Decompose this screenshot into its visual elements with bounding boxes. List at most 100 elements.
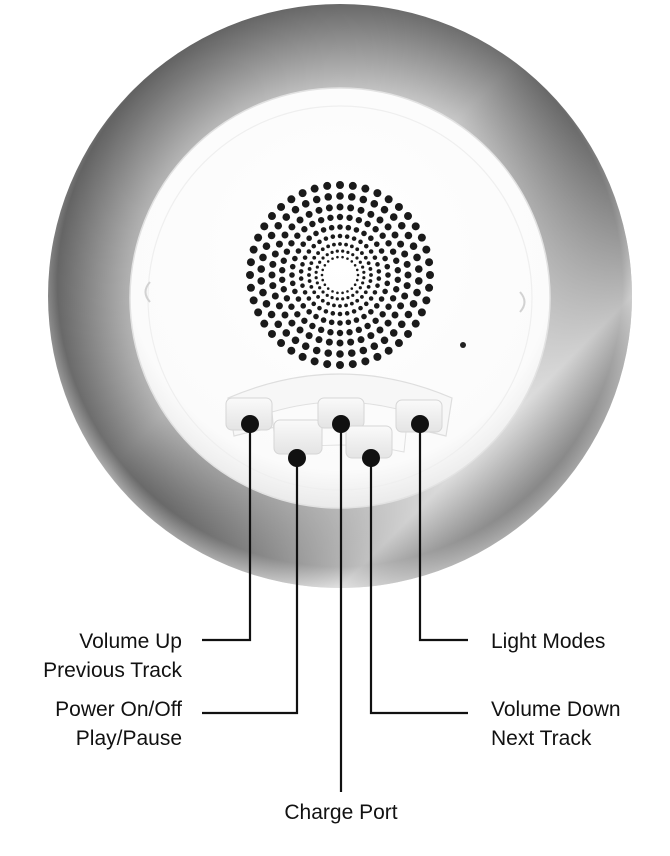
grille-hole <box>277 202 286 211</box>
grille-hole <box>323 360 332 369</box>
leader-lines <box>202 424 468 792</box>
grille-hole <box>323 309 329 314</box>
grille-hole <box>355 247 360 252</box>
leader-line-light <box>418 424 468 642</box>
grille-hole <box>321 290 325 294</box>
grille-hole <box>397 221 406 230</box>
grille-hole <box>336 329 344 337</box>
grille-hole <box>331 257 334 260</box>
grille-hole <box>315 336 323 344</box>
callout-volume-up-line-1: Volume Up <box>79 630 182 653</box>
grille-hole <box>401 292 409 300</box>
callout-charge-port-line-1: Charge Port <box>284 801 398 824</box>
grille-hole <box>425 283 434 292</box>
grille-hole <box>413 288 421 297</box>
grille-hole <box>257 277 266 285</box>
grille-hole <box>375 283 380 288</box>
grille-hole <box>267 212 276 221</box>
grille-hole <box>385 303 392 310</box>
grille-hole <box>355 268 359 272</box>
grille-hole <box>312 255 317 260</box>
grille-hole <box>289 272 295 278</box>
grille-hole <box>363 243 369 249</box>
grille-hole <box>404 271 412 279</box>
grille-hole <box>275 302 283 310</box>
grille-hole <box>317 326 325 334</box>
grille-hole <box>301 226 308 233</box>
callout-volume-down: Volume Down Next Track <box>491 695 621 753</box>
grille-hole <box>389 329 398 337</box>
grille-hole <box>267 310 276 319</box>
grille-hole <box>384 319 392 327</box>
grille-hole <box>280 257 287 264</box>
callout-volume-down-line-1: Volume Down <box>491 698 621 721</box>
grille-hole <box>350 287 354 290</box>
grille-hole <box>275 240 283 248</box>
grille-hole <box>358 305 363 311</box>
grille-hole <box>325 293 329 297</box>
grille-hole <box>321 268 325 272</box>
grille-hole <box>368 308 374 315</box>
grille-hole <box>348 181 357 190</box>
grille-hole <box>403 260 411 268</box>
grille-hole <box>309 261 314 266</box>
grille-hole <box>356 273 360 277</box>
grille-hole <box>254 308 263 317</box>
grille-hole <box>301 342 310 350</box>
grille-hole <box>376 276 382 281</box>
grille-hole <box>385 240 392 247</box>
grille-hole <box>363 301 369 307</box>
grille-hole <box>332 303 336 308</box>
grille-hole <box>393 257 400 264</box>
grille-hole <box>368 296 374 301</box>
grille-hole <box>345 319 352 326</box>
grille-hole <box>269 282 277 290</box>
grille-hole <box>267 231 276 240</box>
grille-hole <box>260 319 269 328</box>
grille-hole <box>287 346 296 355</box>
grille-hole <box>282 213 291 221</box>
grille-hole <box>389 248 397 255</box>
grille-hole <box>382 288 388 295</box>
grille-hole <box>307 273 311 277</box>
grille-hole <box>306 308 312 315</box>
grille-hole <box>355 298 360 303</box>
grille-hole <box>357 206 365 214</box>
grille-hole <box>373 189 382 198</box>
grille-hole <box>306 235 312 242</box>
grille-hole <box>361 357 370 366</box>
grille-hole <box>323 181 332 190</box>
grille-hole <box>384 263 391 270</box>
grille-hole <box>414 265 423 273</box>
callout-power-line-1: Power On/Off <box>55 698 182 721</box>
grille-hole <box>336 213 344 221</box>
grille-hole <box>344 303 348 308</box>
grille-hole <box>298 276 304 281</box>
callout-power-line-2: Play/Pause <box>75 727 182 750</box>
grille-hole <box>394 267 401 274</box>
grille-hole <box>353 227 360 233</box>
grille-hole <box>298 189 307 198</box>
grille-hole <box>346 290 349 293</box>
grille-hole <box>380 205 389 214</box>
grille-hole <box>246 258 255 267</box>
grille-hole <box>368 267 373 271</box>
grille-hole <box>347 338 355 346</box>
grille-hole <box>249 245 258 254</box>
grille-hole <box>403 282 411 290</box>
grille-hole <box>355 326 363 334</box>
grille-hole <box>314 270 318 274</box>
power-button[interactable] <box>273 419 323 455</box>
grille-hole <box>355 290 359 294</box>
grille-hole <box>338 242 342 246</box>
grille-hole <box>348 360 357 369</box>
grille-hole <box>360 295 364 299</box>
speaker-grille <box>246 181 434 369</box>
callout-light-modes-line-1: Light Modes <box>491 630 606 653</box>
grille-hole <box>370 200 379 208</box>
grille-hole <box>336 203 344 211</box>
marker-dot-power <box>288 449 306 467</box>
grille-hole <box>344 311 350 316</box>
grille-hole <box>316 295 320 299</box>
grille-hole <box>378 296 385 302</box>
